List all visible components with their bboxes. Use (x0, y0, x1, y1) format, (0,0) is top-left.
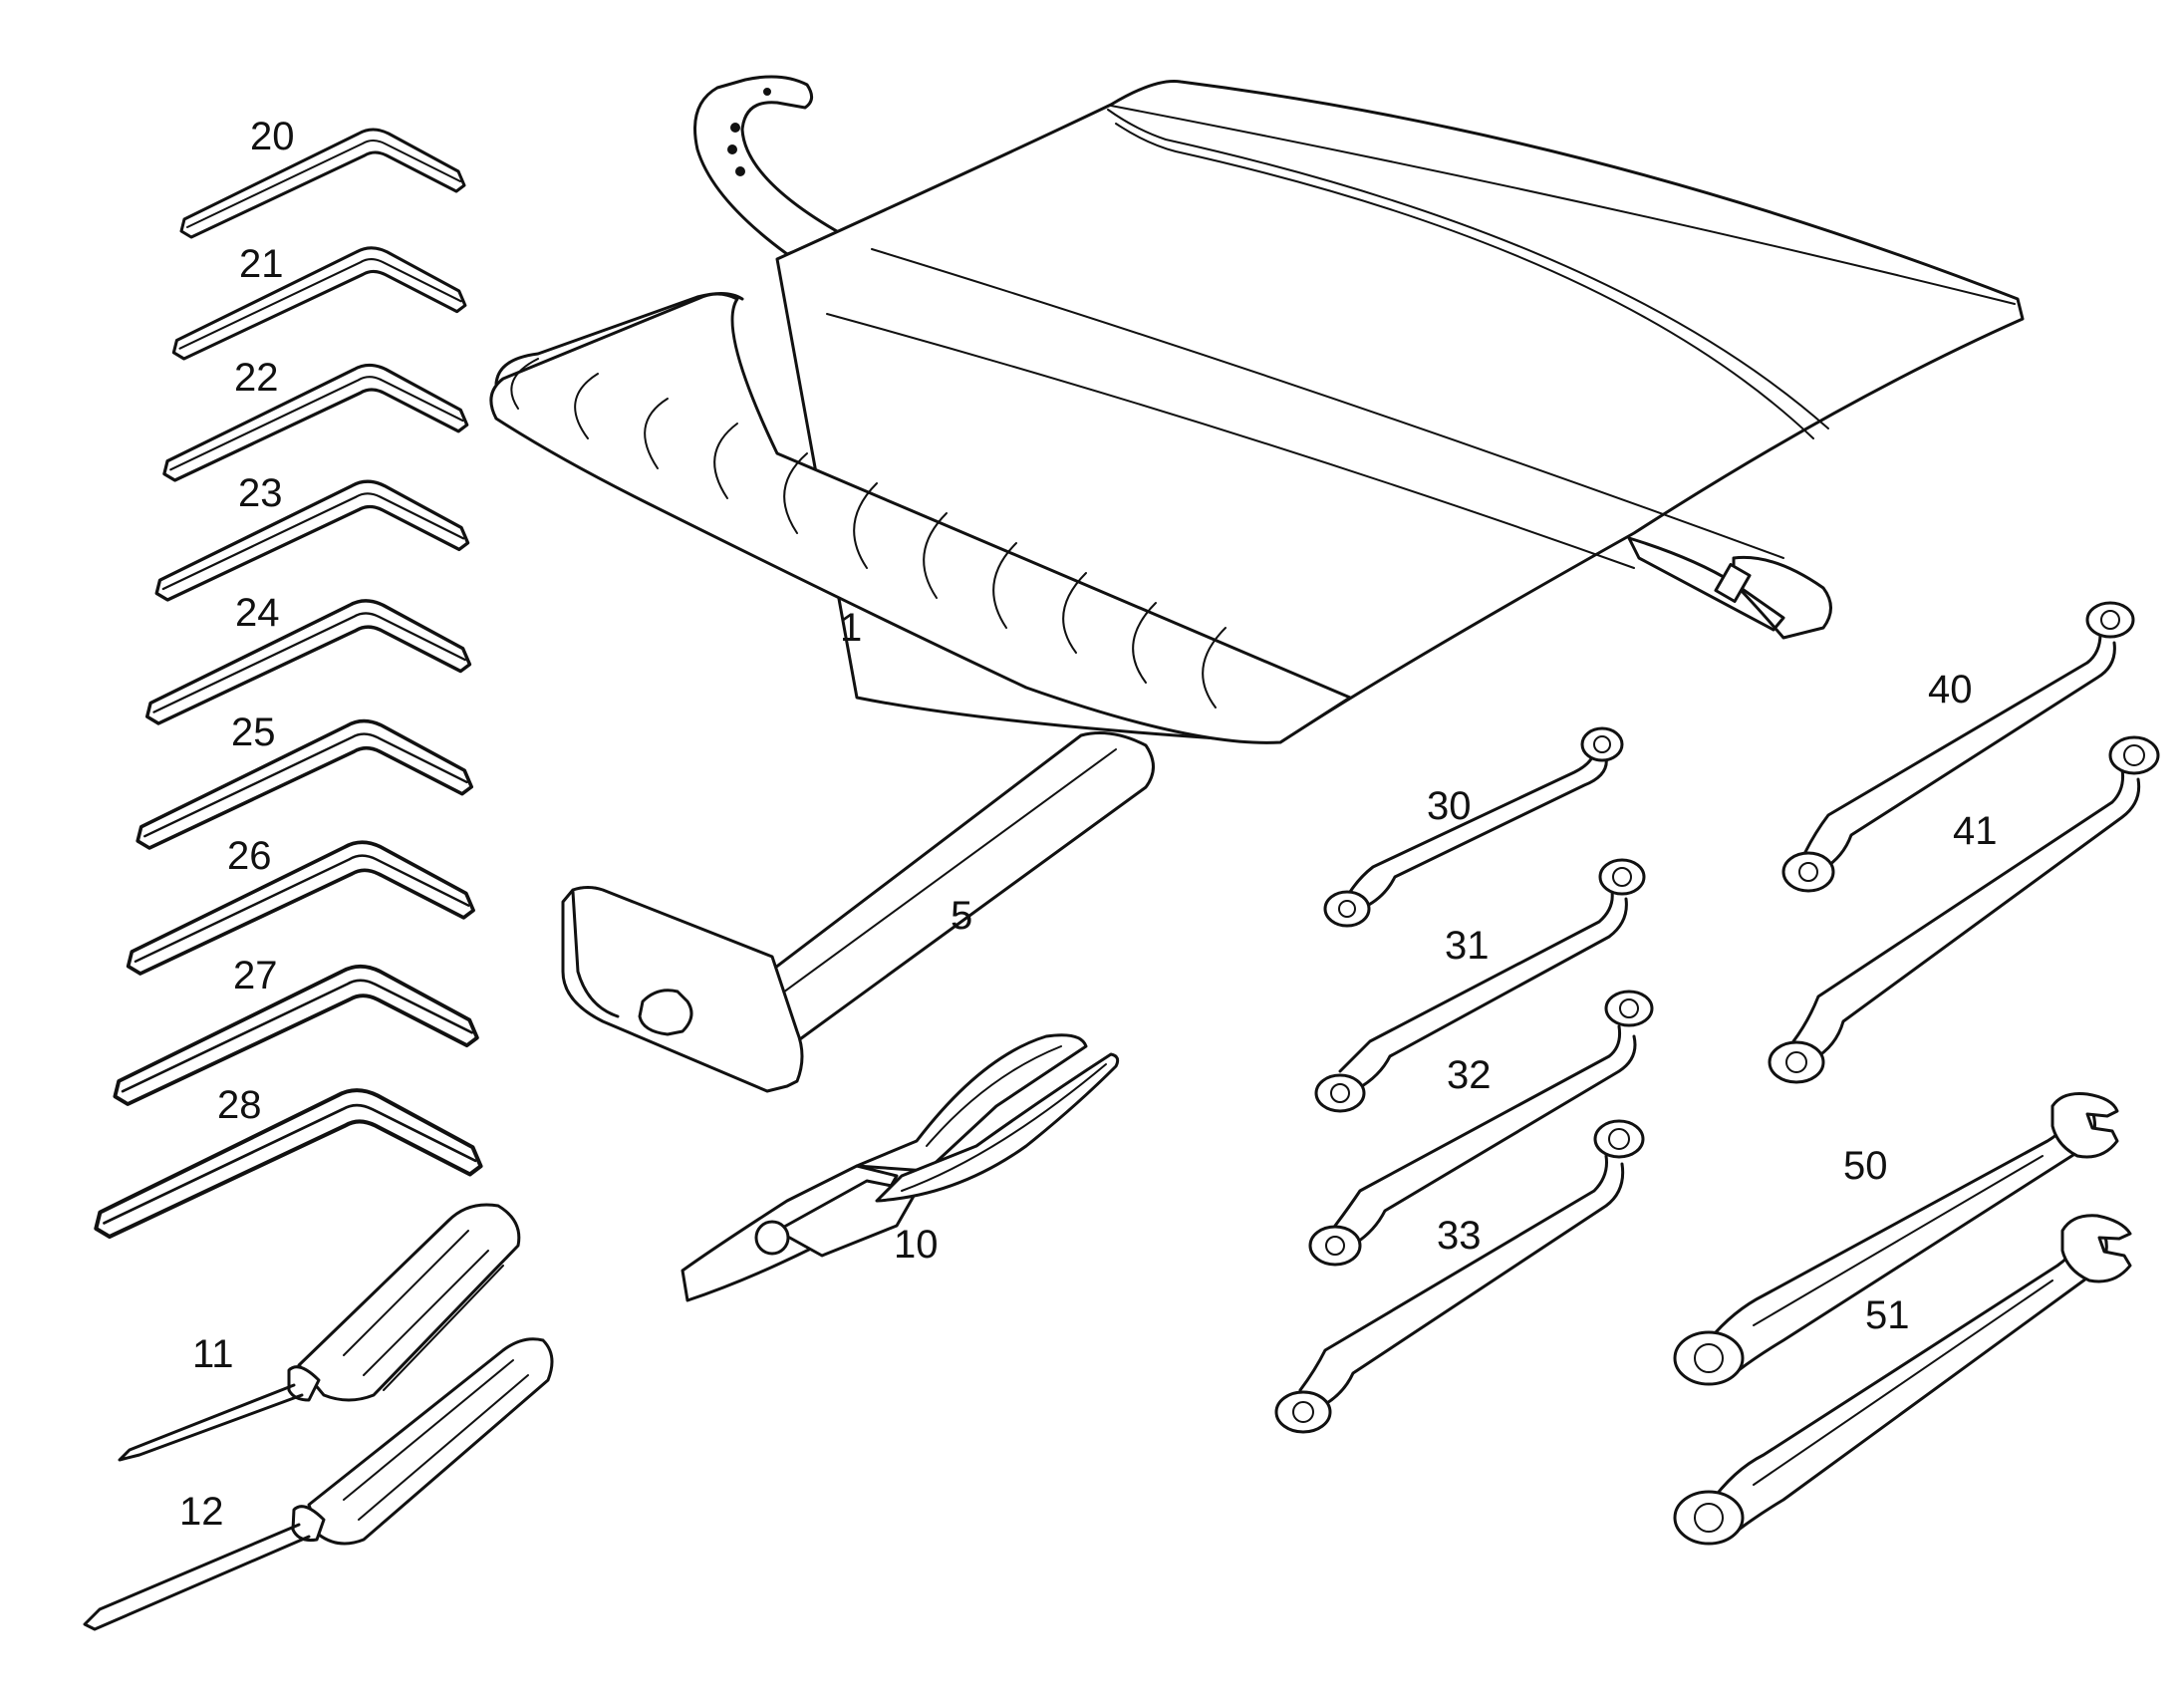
callout-1: 1 (840, 606, 862, 650)
pliers-handle-lower (875, 1052, 1120, 1203)
callout-33: 33 (1437, 1214, 1482, 1258)
callout-40: 40 (1928, 668, 1973, 711)
hex-key-21 (171, 246, 467, 361)
hex-key-25 (136, 718, 474, 850)
pliers (681, 1033, 1120, 1302)
pliers-handle-upper (855, 1033, 1088, 1173)
callout-20: 20 (250, 115, 295, 158)
open-end-jaw (2050, 1092, 2119, 1159)
hammer-handle (735, 731, 1155, 1043)
screwdriver-small (118, 1203, 521, 1462)
callout-23: 23 (238, 471, 283, 515)
hex-key-23 (154, 479, 470, 602)
callout-11: 11 (192, 1332, 234, 1376)
hammer-head (561, 886, 804, 1093)
ring-spanner-40 (1781, 601, 2135, 893)
callout-12: 12 (179, 1490, 224, 1534)
callout-21: 21 (239, 242, 284, 286)
hex-key-22 (162, 363, 469, 482)
hex-key-set (96, 128, 480, 1237)
callout-51: 51 (1865, 1293, 1910, 1337)
callout-26: 26 (227, 834, 272, 878)
callout-24: 24 (235, 591, 280, 635)
hammer (561, 731, 1155, 1093)
roll-strap-top (693, 75, 844, 256)
screwdriver-large (83, 1337, 554, 1631)
ring-spanner-set (1274, 601, 2160, 1434)
callout-50: 50 (1843, 1144, 1888, 1188)
tool-roll (489, 75, 2025, 744)
callout-31: 31 (1445, 924, 1490, 968)
callout-25: 25 (231, 711, 276, 754)
callout-27: 27 (233, 954, 278, 997)
roll-buckle-strap (1627, 536, 1785, 632)
hex-key-28 (96, 1090, 480, 1237)
ring-spanner-30 (1323, 726, 1624, 928)
ring-spanner-33 (1274, 1119, 1645, 1434)
buckle-icon (1732, 555, 1832, 640)
ring-spanner-31 (1314, 858, 1646, 1113)
callout-10: 10 (894, 1223, 939, 1267)
ring-spanner-32 (1308, 990, 1654, 1267)
roll-pockets (489, 292, 1352, 744)
callout-28: 28 (217, 1083, 262, 1127)
combination-spanner-50 (1673, 1092, 2119, 1386)
callout-22: 22 (234, 356, 279, 400)
combination-spanner-51 (1673, 1214, 2132, 1546)
hex-key-27 (113, 964, 479, 1106)
hex-key-20 (179, 128, 466, 239)
combination-spanner-set (1673, 1092, 2132, 1546)
callout-5: 5 (951, 894, 972, 938)
callout-labels: 1 5 10 11 12 20 21 22 23 24 25 26 27 28 … (179, 115, 1998, 1534)
callout-30: 30 (1427, 784, 1472, 828)
open-end-jaw (2060, 1214, 2132, 1283)
callout-32: 32 (1447, 1053, 1492, 1097)
ring-spanner-41 (1768, 735, 2160, 1084)
callout-41: 41 (1953, 809, 1998, 853)
hex-key-24 (144, 599, 472, 725)
hex-key-26 (126, 840, 475, 976)
